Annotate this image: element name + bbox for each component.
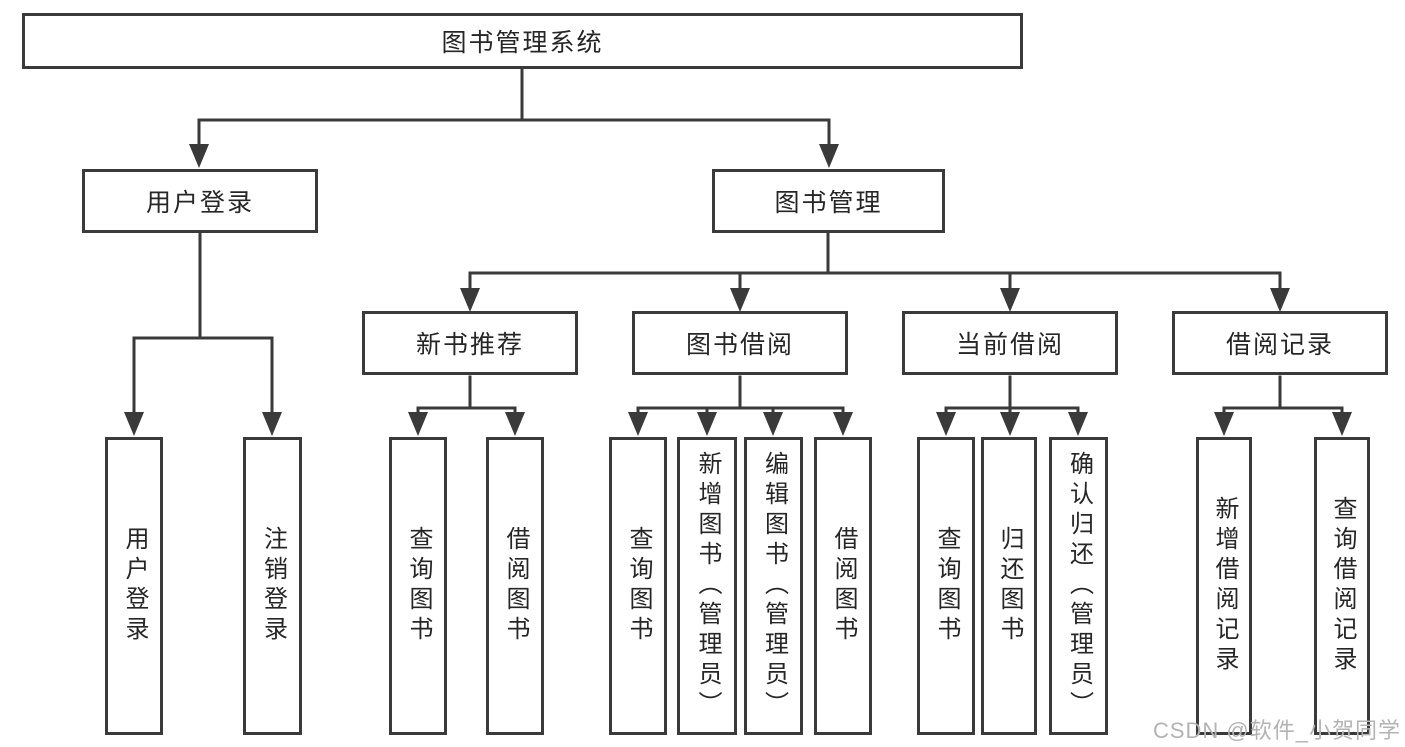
node-library-management-system: 图书管理系统 — [22, 13, 1023, 69]
node-bb-add-books-admin-label: 新增图书（管理员） — [694, 451, 721, 721]
node-cb-confirm-return-admin: 确认归还（管理员） — [1049, 437, 1108, 735]
node-cb-query-books: 查询图书 — [917, 437, 975, 735]
node-bb-borrow-books-label: 借阅图书 — [830, 526, 857, 646]
node-current-borrowing: 当前借阅 — [902, 311, 1118, 375]
node-cb-return-books: 归还图书 — [981, 437, 1037, 735]
node-book-borrowing: 图书借阅 — [632, 311, 848, 375]
node-br-add-record: 新增借阅记录 — [1196, 437, 1252, 735]
node-cb-confirm-return-admin-label: 确认归还（管理员） — [1065, 451, 1093, 721]
node-cb-return-books-label: 归还图书 — [996, 526, 1023, 646]
node-nb-query-books-label: 查询图书 — [405, 526, 432, 646]
node-logout-leaf: 注销登录 — [243, 437, 302, 735]
node-bb-borrow-books: 借阅图书 — [814, 437, 872, 735]
node-br-add-record-label: 新增借阅记录 — [1211, 496, 1238, 676]
node-nb-query-books: 查询图书 — [389, 437, 447, 735]
node-cb-query-books-label: 查询图书 — [933, 526, 960, 646]
node-bb-add-books-admin: 新增图书（管理员） — [677, 437, 737, 735]
node-bb-edit-books-admin: 编辑图书（管理员） — [744, 437, 803, 735]
node-new-book-recommend: 新书推荐 — [362, 311, 578, 375]
node-bb-query-books: 查询图书 — [609, 437, 667, 735]
csdn-watermark: CSDN @软件_小贺同学 — [1152, 718, 1401, 743]
node-bb-query-books-label: 查询图书 — [625, 526, 652, 646]
node-book-management: 图书管理 — [712, 169, 945, 233]
node-user-login-leaf-label: 用户登录 — [121, 526, 148, 646]
arrowheads — [124, 144, 1352, 436]
node-br-query-record-label: 查询借阅记录 — [1329, 496, 1356, 676]
node-br-query-record: 查询借阅记录 — [1314, 437, 1370, 735]
node-nb-borrow-books: 借阅图书 — [486, 437, 544, 735]
node-bb-edit-books-admin-label: 编辑图书（管理员） — [760, 451, 788, 721]
node-user-login-leaf: 用户登录 — [105, 437, 163, 735]
node-nb-borrow-books-label: 借阅图书 — [502, 526, 529, 646]
node-user-login: 用户登录 — [82, 169, 318, 233]
node-logout-leaf-label: 注销登录 — [259, 526, 287, 646]
node-borrowing-records: 借阅记录 — [1172, 311, 1388, 375]
